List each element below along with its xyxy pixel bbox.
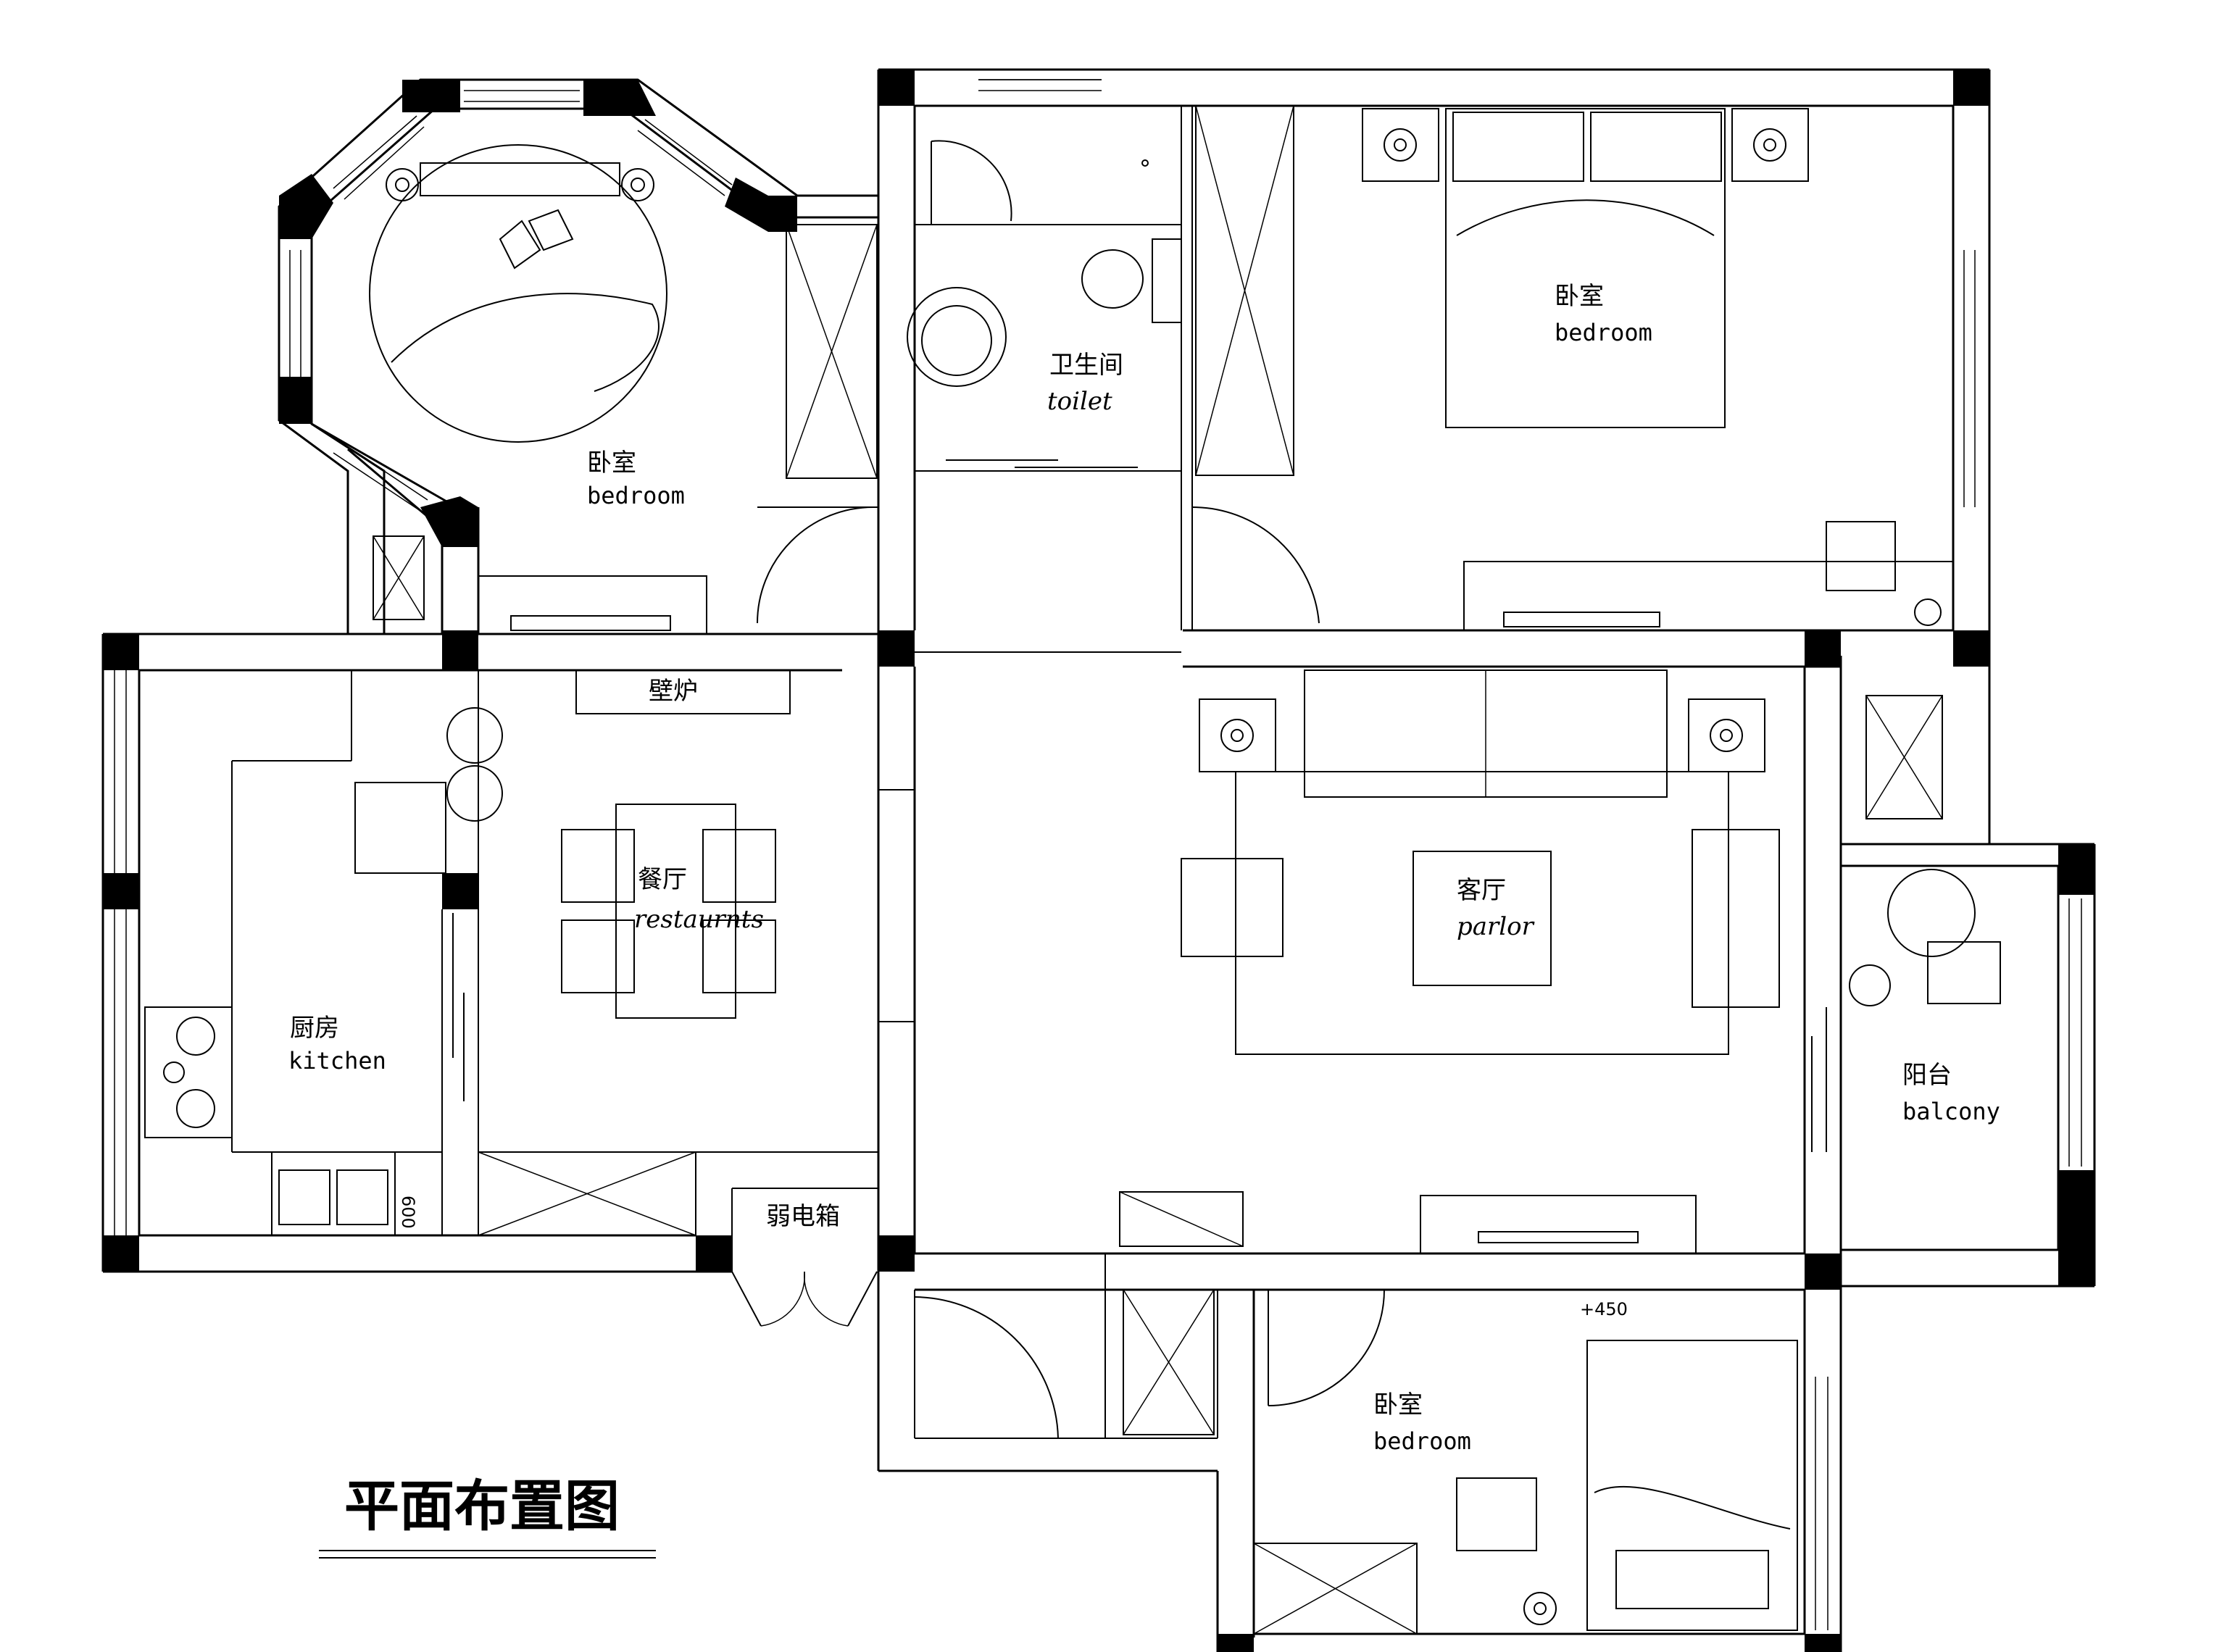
nw-bedroom-desk [478, 575, 707, 635]
room-labels: 卧室 bedroom 卫生间 toilet 卧室 bedroom 壁炉 餐厅 r… [288, 282, 2000, 1455]
outer-walls [101, 68, 2096, 1652]
s-chair [1456, 1477, 1537, 1551]
windows [114, 79, 2082, 1630]
toilet-cn: 卫生间 [1049, 351, 1123, 380]
s-lamp [1523, 1592, 1557, 1625]
balcony-furniture [1849, 869, 2001, 1006]
nw-bedroom-en: bedroom [587, 482, 685, 509]
ne-lamp [1914, 598, 1942, 626]
counter-dimension: 600 [398, 1196, 418, 1229]
ne-tv [1503, 612, 1660, 627]
weak-box-label: 弱电箱 [766, 1202, 840, 1231]
s-lamp-inner [1534, 1602, 1547, 1615]
nightstand-lamps [1362, 108, 1809, 182]
double-bed [1445, 108, 1726, 428]
dining-en: restaurnts [634, 905, 764, 934]
dining-cn: 餐厅 [638, 865, 687, 894]
dining-set [561, 804, 776, 1019]
kitchen-cn: 厨房 [290, 1014, 339, 1043]
fireplace-label: 壁炉 [649, 677, 698, 706]
single-bed [1586, 1340, 1798, 1631]
ne-chair [1826, 521, 1896, 591]
doors [452, 79, 1827, 1439]
plan-title: 平面布置图 [344, 1474, 620, 1538]
wardrobes [373, 105, 1943, 1635]
fireplace [575, 669, 791, 714]
toilet-en: toilet [1047, 387, 1112, 416]
balcony-cn: 阳台 [1902, 1061, 1952, 1090]
s-bedroom-en: bedroom [1373, 1427, 1471, 1455]
living-en: parlor [1457, 912, 1535, 941]
round-bed [369, 144, 667, 443]
ne-bedroom-cn: 卧室 [1555, 282, 1604, 311]
balcony-en: balcony [1902, 1098, 2000, 1125]
ne-bedroom-en: bedroom [1555, 319, 1652, 346]
nw-bedroom-cn: 卧室 [587, 449, 636, 477]
height-mark: +450 [1580, 1299, 1628, 1319]
nw-tv [510, 615, 671, 631]
kitchen-en: kitchen [288, 1047, 386, 1075]
living-furniture [1181, 669, 1780, 1254]
ne-desk [1463, 561, 1954, 631]
structural-columns [103, 70, 2094, 1652]
s-bedroom-cn: 卧室 [1373, 1390, 1423, 1419]
living-cn: 客厅 [1457, 876, 1506, 905]
toilet-fixtures [907, 159, 1182, 387]
kitchen-fixtures [144, 707, 503, 1236]
